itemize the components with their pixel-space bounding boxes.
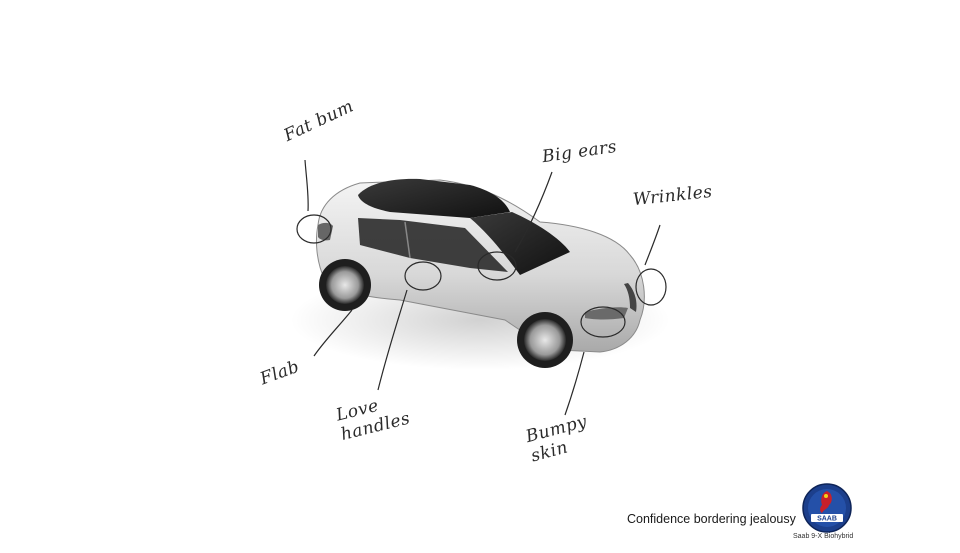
front-wheel-rim [524, 319, 566, 361]
saab-logo: SAAB [802, 483, 852, 533]
b-pillar [404, 221, 411, 259]
griffin-icon [820, 491, 832, 513]
leader-bumpy-skin [564, 351, 585, 416]
annotation-marks [296, 159, 667, 416]
svg-text:SAAB: SAAB [817, 516, 837, 523]
circle-wrinkles [635, 268, 667, 306]
circle-love-handles [404, 261, 442, 291]
car-side-window [358, 218, 508, 272]
leader-flab [313, 309, 353, 357]
tagline: Confidence bordering jealousy [627, 512, 796, 526]
leader-love-handles [377, 289, 408, 391]
rear-wheel-rim [326, 266, 364, 304]
car-grille [624, 283, 637, 312]
model-name: Saab 9-X Biohybrid [793, 533, 854, 540]
leader-wrinkles [644, 224, 661, 266]
leader-big-ears [514, 171, 553, 253]
circle-bumpy-skin [580, 306, 626, 338]
leader-fat-bum [304, 159, 309, 212]
circle-fat-bum [296, 214, 332, 244]
circle-big-ears [477, 251, 517, 281]
car-roof-glass [358, 178, 510, 218]
